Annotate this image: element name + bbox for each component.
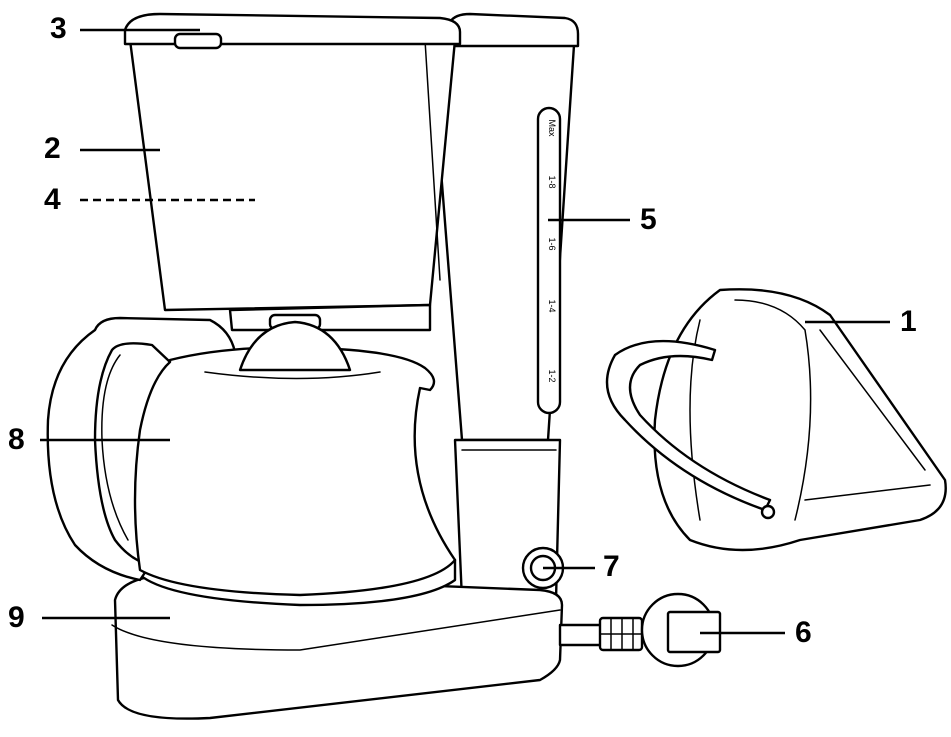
callout-3: 3 bbox=[50, 12, 67, 45]
lid bbox=[123, 12, 462, 50]
water-level-window: Max 1-8 1-6 1-4 1-2 bbox=[536, 106, 562, 415]
carafe bbox=[46, 316, 457, 597]
callout-1: 1 bbox=[900, 305, 917, 338]
callout-4: 4 bbox=[44, 183, 61, 216]
callout-2: 2 bbox=[44, 132, 61, 165]
level-mark-2: 1-2 bbox=[547, 369, 557, 382]
callout-9: 9 bbox=[8, 601, 25, 634]
level-mark-4: 1-4 bbox=[547, 299, 557, 312]
filter-holder bbox=[605, 288, 947, 552]
cord-storage bbox=[558, 592, 722, 668]
level-mark-max: Max bbox=[547, 119, 557, 137]
leader-lines bbox=[40, 28, 890, 635]
level-mark-6: 1-6 bbox=[547, 237, 557, 250]
callout-5: 5 bbox=[640, 203, 657, 236]
callout-6: 6 bbox=[795, 616, 812, 649]
callout-8: 8 bbox=[8, 423, 25, 456]
filter-housing bbox=[128, 38, 457, 332]
level-mark-8: 1-8 bbox=[547, 175, 557, 188]
power-switch bbox=[521, 546, 565, 590]
callout-7: 7 bbox=[603, 550, 620, 583]
